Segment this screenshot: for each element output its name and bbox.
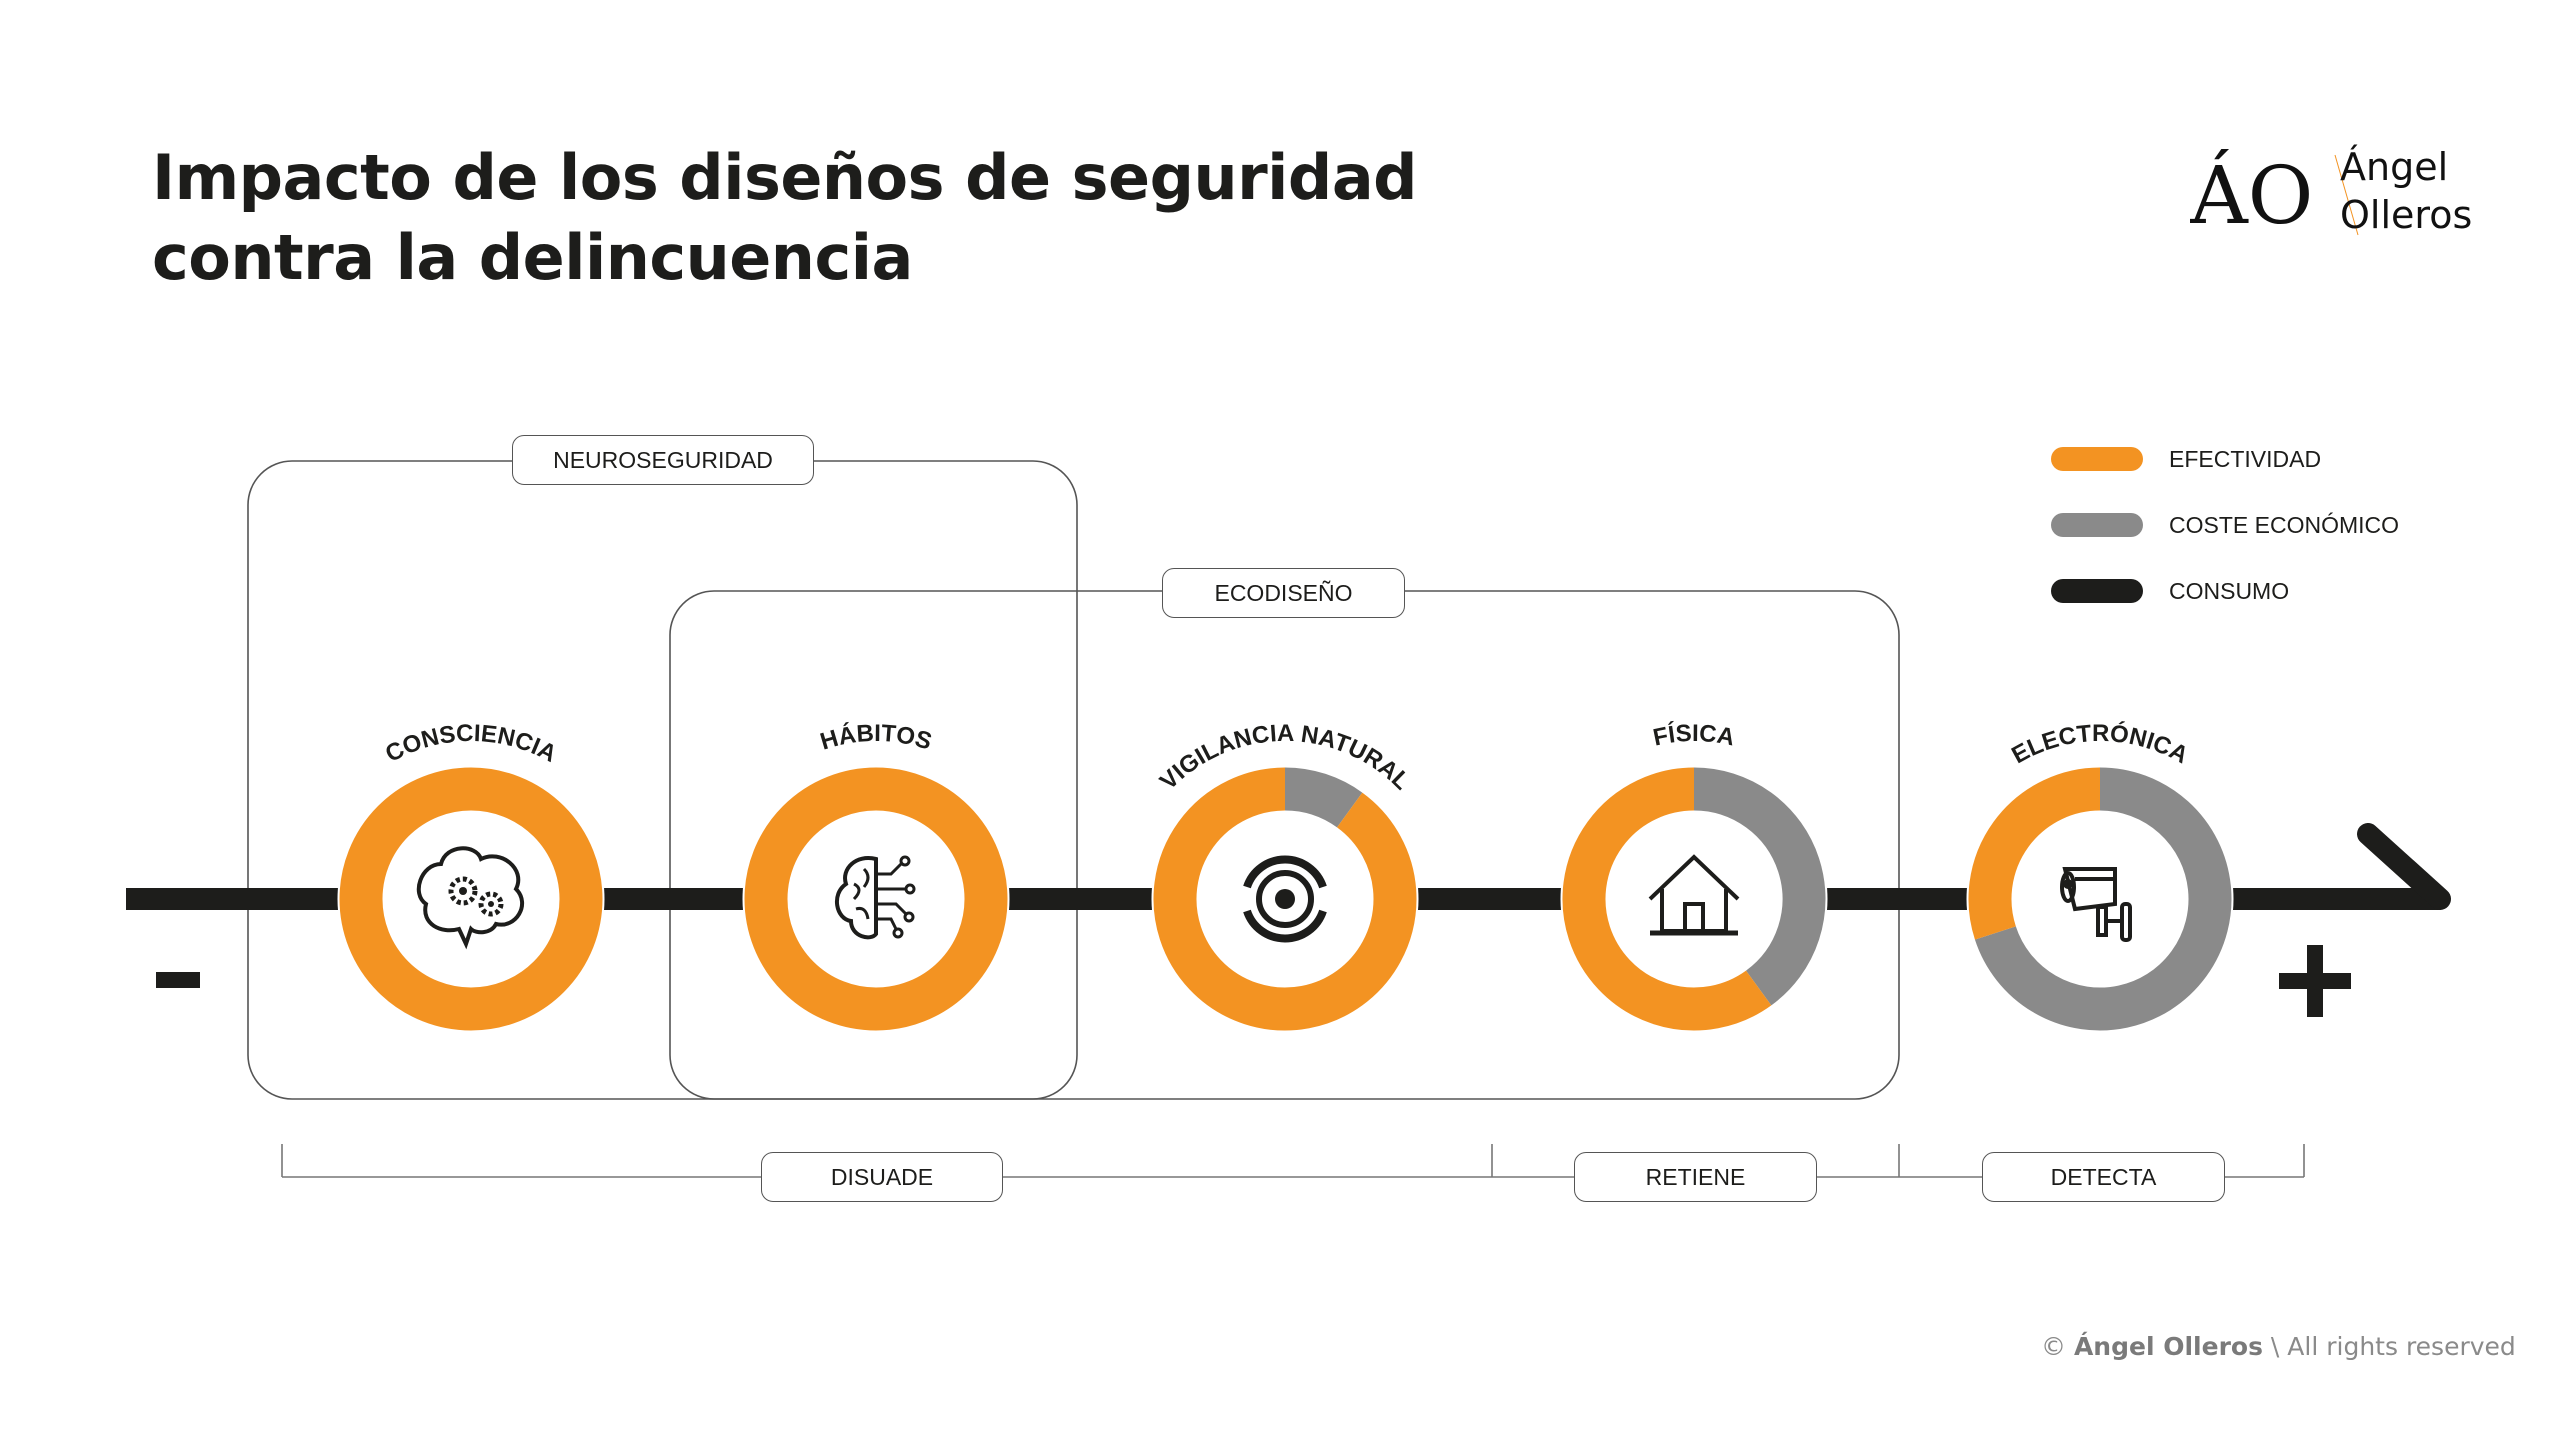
donut-5: ELECTRÓNICA bbox=[1966, 719, 2234, 1033]
brain-circuit-icon bbox=[835, 855, 916, 940]
donut-segment-efectividad bbox=[1562, 767, 1772, 1031]
donut-segment-coste bbox=[1693, 767, 1826, 1006]
legend-label: COSTE ECONÓMICO bbox=[2169, 511, 2400, 538]
copyright-symbol: © bbox=[2041, 1332, 2066, 1361]
donut-segment-efectividad bbox=[1153, 767, 1417, 1031]
outcome-label-disuade: DISUADE bbox=[761, 1152, 1003, 1202]
group-label-ecodiseno: ECODISEÑO bbox=[1162, 568, 1405, 618]
legend-item-efectividad: EFECTIVIDAD bbox=[2051, 426, 2399, 492]
logo: ÁO Ángel Olleros bbox=[2190, 145, 2472, 242]
title-line-2: contra la delincuencia bbox=[152, 221, 913, 294]
outcome-label-retiene: RETIENE bbox=[1574, 1152, 1817, 1202]
brain-gears-icon bbox=[416, 846, 524, 950]
logo-line-1: Ángel bbox=[2340, 145, 2448, 189]
timeline-arrowhead bbox=[2357, 823, 2451, 910]
legend-item-coste: COSTE ECONÓMICO bbox=[2051, 492, 2399, 558]
donut-4: FÍSICA bbox=[1560, 720, 1828, 1033]
copyright: © Ángel Olleros \ All rights reserved bbox=[2041, 1332, 2516, 1361]
copyright-name: Ángel Olleros bbox=[2073, 1332, 2263, 1361]
donut-segment-coste bbox=[1974, 767, 2232, 1031]
group-label-neuroseguridad: NEUROSEGURIDAD bbox=[512, 435, 814, 485]
plus-sign bbox=[2279, 945, 2351, 1017]
donut-segment-efectividad bbox=[744, 767, 1008, 1031]
legend: EFECTIVIDAD COSTE ECONÓMICO CONSUMO bbox=[2051, 426, 2399, 624]
legend-swatch-orange bbox=[2051, 447, 2143, 471]
donut-segment-efectividad bbox=[339, 767, 603, 1031]
donut-label: CONSCIENCIA bbox=[381, 720, 561, 768]
eye-target-icon bbox=[1243, 855, 1327, 943]
donut-2: HÁBITOS bbox=[742, 720, 1010, 1033]
legend-label: EFECTIVIDAD bbox=[2169, 445, 2322, 472]
legend-swatch-gray bbox=[2051, 513, 2143, 537]
security-camera-icon bbox=[2060, 867, 2132, 942]
house-icon bbox=[1648, 854, 1740, 936]
donut-label: HÁBITOS bbox=[817, 720, 935, 756]
legend-swatch-black bbox=[2051, 579, 2143, 603]
donut-1: CONSCIENCIA bbox=[337, 720, 605, 1033]
outcome-label-detecta: DETECTA bbox=[1982, 1152, 2225, 1202]
outcome-bracket bbox=[281, 1144, 2305, 1178]
minus-sign bbox=[156, 972, 200, 988]
donut-label: FÍSICA bbox=[1651, 720, 1737, 752]
copyright-rest: \ All rights reserved bbox=[2270, 1332, 2516, 1361]
donut-segment-efectividad bbox=[1968, 767, 2101, 940]
title-line-1: Impacto de los diseños de seguridad bbox=[152, 141, 1418, 214]
donut-label: ELECTRÓNICA bbox=[2007, 719, 2192, 769]
donut-3: VIGILANCIA NATURAL bbox=[1151, 720, 1419, 1033]
legend-label: CONSUMO bbox=[2169, 577, 2290, 604]
legend-item-consumo: CONSUMO bbox=[2051, 558, 2399, 624]
logo-monogram: ÁO bbox=[2190, 148, 2313, 242]
page-title: Impacto de los diseños de seguridad cont… bbox=[152, 138, 1418, 298]
donut-segment-coste bbox=[1284, 767, 1363, 828]
logo-line-2: Olleros bbox=[2340, 193, 2472, 237]
